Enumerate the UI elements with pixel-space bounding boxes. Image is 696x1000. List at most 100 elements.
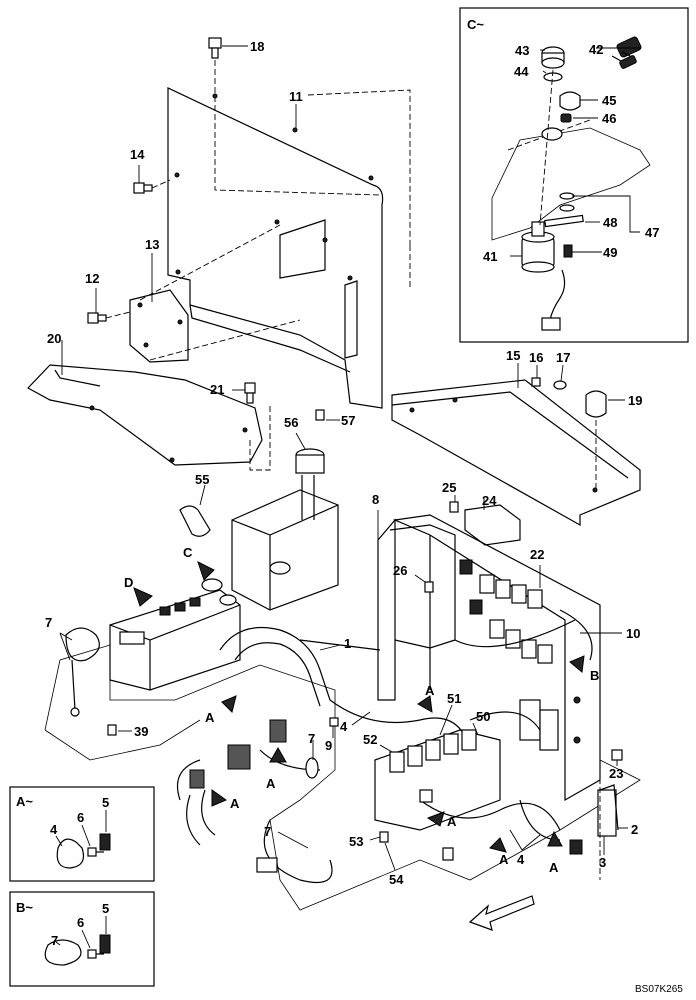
plate-24: 24 bbox=[464, 493, 521, 546]
callout-44: 44 bbox=[514, 64, 529, 79]
callout-49: 49 bbox=[603, 245, 617, 260]
part-55: 55 bbox=[179, 472, 211, 537]
key-switch bbox=[521, 221, 555, 273]
drawing-code: BS07K265 bbox=[635, 984, 683, 995]
panel-slot bbox=[344, 280, 358, 359]
view-label-c: C bbox=[183, 545, 193, 560]
callout-8: 8 bbox=[372, 492, 379, 507]
callout-22: 22 bbox=[530, 547, 544, 562]
bolt-25: 25 bbox=[442, 480, 459, 513]
callout-46: 46 bbox=[602, 111, 616, 126]
inset-b-frame bbox=[9, 891, 155, 987]
inset-b-screw bbox=[87, 949, 97, 959]
callout-16: 16 bbox=[529, 350, 543, 365]
connector-a bbox=[227, 744, 251, 770]
callout-14: 14 bbox=[130, 147, 145, 162]
panel-window bbox=[279, 219, 326, 279]
inset-c-title: C~ bbox=[467, 17, 484, 32]
callout-7b: 7 bbox=[308, 731, 315, 746]
callout-41: 41 bbox=[483, 249, 497, 264]
clamp-7-b bbox=[305, 757, 319, 779]
panel-11-flange bbox=[189, 304, 351, 373]
callout-54: 54 bbox=[389, 872, 404, 887]
arrow-label-a3: A bbox=[266, 776, 276, 791]
callout-51: 51 bbox=[447, 691, 461, 706]
screw-53-54: 53 54 bbox=[349, 831, 404, 887]
tank bbox=[231, 489, 339, 611]
cap-19: 19 bbox=[585, 390, 642, 490]
callout-3: 3 bbox=[599, 855, 606, 870]
bolt-23: 23 bbox=[609, 749, 623, 781]
cover-plate-13: 13 bbox=[129, 224, 301, 363]
callout-4b: 4 bbox=[517, 852, 525, 867]
callout-7a: 7 bbox=[45, 615, 52, 630]
callout-53: 53 bbox=[349, 834, 363, 849]
callout-56: 56 bbox=[284, 415, 298, 430]
arrow-label-a7: A bbox=[549, 860, 559, 875]
upper-cover-panel bbox=[167, 60, 411, 409]
view-label-d: D bbox=[124, 575, 133, 590]
arrow-label-a2: A bbox=[230, 796, 240, 811]
inset-b-holder bbox=[99, 934, 111, 954]
bracket-15: 15 bbox=[391, 348, 641, 527]
callout-19: 19 bbox=[628, 393, 642, 408]
inset-b-callout-5: 5 bbox=[102, 901, 109, 916]
inset-c-hole bbox=[541, 127, 563, 141]
bolt-9: 9 bbox=[325, 717, 339, 753]
callout-26: 26 bbox=[393, 563, 407, 578]
inset-b: B~ 7 6 5 bbox=[9, 891, 155, 987]
inset-b-callout-6: 6 bbox=[77, 915, 84, 930]
callout-1: 1 bbox=[344, 636, 351, 651]
inset-b-title: B~ bbox=[16, 900, 33, 915]
inset-a-callout-5: 5 bbox=[102, 795, 109, 810]
callout-57: 57 bbox=[341, 413, 355, 428]
clamp-7-main bbox=[65, 627, 100, 662]
callout-55: 55 bbox=[195, 472, 209, 487]
callout-24: 24 bbox=[482, 493, 497, 508]
bolt-12: 12 bbox=[85, 271, 131, 324]
connector-c bbox=[189, 769, 205, 789]
callout-2: 2 bbox=[631, 822, 638, 837]
bolt-18: 18 bbox=[208, 37, 264, 59]
inset-b-callout-7: 7 bbox=[51, 933, 58, 948]
bolt-39: 39 bbox=[107, 724, 148, 739]
connector-f bbox=[442, 847, 454, 861]
inset-a-holder bbox=[99, 833, 111, 851]
panel-11 bbox=[167, 87, 384, 409]
arrow-label-a1: A bbox=[205, 710, 215, 725]
callout-11: 11 bbox=[289, 89, 303, 104]
view-arrow-c: C bbox=[183, 545, 215, 581]
battery-unit bbox=[109, 578, 241, 691]
callout-13: 13 bbox=[145, 237, 159, 252]
washer-plate bbox=[559, 192, 575, 200]
inset-c: C~ bbox=[459, 7, 689, 343]
inset-a-callout-4: 4 bbox=[50, 822, 58, 837]
fuse-box: 50 51 52 bbox=[363, 691, 501, 831]
key bbox=[611, 36, 642, 69]
inset-a-title: A~ bbox=[16, 794, 33, 809]
view-arrow-d: D bbox=[124, 575, 153, 607]
bolt-57: 57 bbox=[315, 409, 355, 428]
o-ring bbox=[560, 113, 572, 123]
inset-a-frame bbox=[9, 786, 155, 882]
inset-a: A~ 4 6 5 bbox=[9, 786, 155, 882]
callout-9: 9 bbox=[325, 738, 332, 753]
callout-17: 17 bbox=[556, 350, 570, 365]
arrow-label-b: B bbox=[590, 668, 599, 683]
callout-25: 25 bbox=[442, 480, 456, 495]
callout-43: 43 bbox=[515, 43, 529, 58]
connector-g bbox=[419, 789, 433, 803]
bolt-14: 14 bbox=[130, 147, 171, 194]
callout-12: 12 bbox=[85, 271, 99, 286]
callout-47: 47 bbox=[645, 225, 659, 240]
callout-52: 52 bbox=[363, 732, 377, 747]
connector-d bbox=[256, 857, 278, 873]
callout-20: 20 bbox=[47, 331, 61, 346]
callout-45: 45 bbox=[602, 93, 616, 108]
bolt-21: 21 bbox=[210, 382, 256, 404]
front-direction-arrow bbox=[468, 895, 535, 931]
connector-e bbox=[569, 839, 583, 855]
inset-b-clamp bbox=[44, 939, 82, 966]
cover-2-3: 2 3 bbox=[597, 760, 638, 880]
